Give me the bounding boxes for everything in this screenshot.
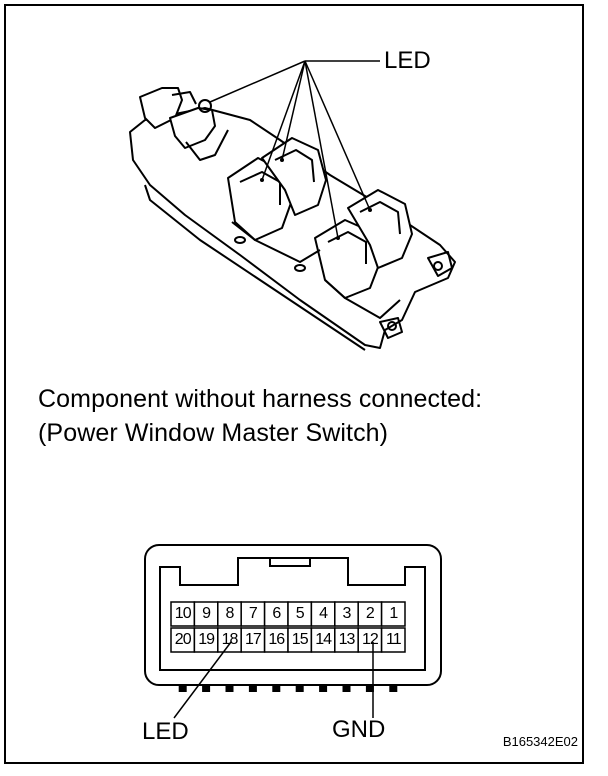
pin-number: 16	[268, 631, 285, 648]
figure-code: B165342E02	[502, 734, 578, 749]
terminal-tick	[365, 686, 374, 692]
led-callout-bottom: LED	[142, 718, 189, 745]
pin-number: 13	[338, 631, 356, 648]
pin-number: 19	[198, 631, 215, 648]
pin-number: 5	[295, 605, 305, 622]
figure-border	[4, 4, 584, 764]
pin-number: 17	[244, 631, 262, 648]
pin-cell	[380, 601, 406, 627]
pin-number: 2	[365, 605, 375, 622]
pin-number: 6	[272, 605, 281, 622]
pin-cell	[380, 627, 406, 653]
pin-number: 11	[385, 631, 402, 648]
pin-number: 8	[225, 605, 235, 622]
terminal-tick	[389, 686, 398, 692]
terminal-tick	[248, 686, 257, 692]
pin-number: 12	[361, 631, 379, 648]
pin-number: 3	[342, 605, 352, 622]
pin-number: 7	[248, 605, 258, 622]
pin-number: 9	[202, 605, 211, 622]
terminal-tick	[202, 686, 211, 692]
terminal-tick	[295, 686, 304, 692]
pin-number: 15	[291, 631, 309, 648]
terminal-tick	[225, 686, 234, 692]
terminal-tick	[272, 686, 281, 692]
led-callout-top: LED	[384, 47, 431, 74]
pin-number: 20	[174, 631, 192, 648]
pin-number: 14	[315, 631, 332, 648]
pin-number: 4	[319, 605, 328, 622]
pin-number: 18	[221, 631, 239, 648]
pin-number: 1	[389, 605, 398, 622]
terminal-tick	[342, 686, 351, 692]
pin-number: 10	[174, 605, 192, 622]
caption-line2: (Power Window Master Switch)	[38, 419, 389, 447]
caption-line1: Component without harness connected:	[38, 385, 483, 413]
terminal-tick	[178, 686, 187, 692]
gnd-callout: GND	[332, 716, 386, 743]
terminal-tick	[319, 686, 328, 692]
